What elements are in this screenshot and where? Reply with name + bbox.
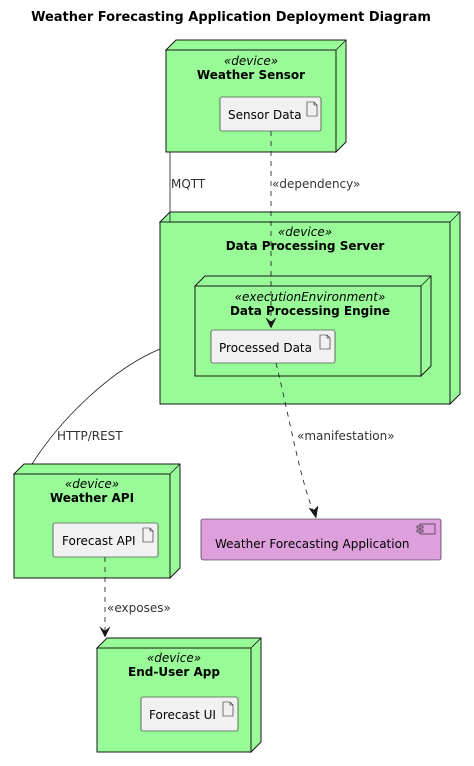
artifact-icon [142,527,154,543]
artifact-forecast-ui: Forecast UI [140,696,239,732]
edge-mqtt: MQTT [169,152,206,222]
edge-dependency: «dependency» [265,131,360,329]
artifact-icon [222,701,234,717]
node-stereotype: «device» [147,651,201,665]
node-end-user-app: «device» End-User App Forecast UI [95,637,262,754]
component-weather-forecasting-application: Weather Forecasting Application [200,518,442,561]
edge-label: MQTT [171,177,206,191]
artifact-label: Forecast UI [149,708,216,722]
artifact-sensor-data: Sensor Data [219,96,322,132]
node-stereotype: «device» [278,225,332,239]
node-name: Weather Sensor [197,68,305,82]
arrowhead [99,626,111,638]
artifact-icon [319,334,331,350]
artifact-label: Processed Data [219,341,312,355]
component-box [200,518,442,561]
node-data-processing-engine: «executionEnvironment» Data Processing E… [193,275,432,378]
edge-label: «manifestation» [297,429,395,443]
arrowhead [308,505,319,519]
edge-http-rest: HTTP/REST [31,348,161,465]
node-stereotype: «device» [224,54,278,68]
node-weather-sensor: «device» Weather Sensor Sensor Data [164,39,347,154]
artifact-label: Forecast API [62,534,136,548]
node-name: Data Processing Server [226,239,385,253]
node-name: End-User App [128,665,220,679]
component-label: Weather Forecasting Application [215,537,410,551]
node-stereotype: «device» [65,477,119,491]
node-weather-api: «device» Weather API Forecast API [12,463,181,580]
edge-label: HTTP/REST [57,429,123,443]
artifact-forecast-api: Forecast API [52,522,159,558]
edge-exposes: «exposes» [99,557,171,638]
artifact-icon [306,101,318,117]
artifact-label: Sensor Data [228,108,302,122]
edge-manifestation: «manifestation» [275,362,395,519]
component-icon [416,523,436,535]
node-stereotype: «executionEnvironment» [235,290,386,304]
node-name: Data Processing Engine [230,304,390,318]
edge-label: «exposes» [107,601,171,615]
node-data-processing-server: «device» Data Processing Server «executi… [158,211,461,406]
edge-label: «dependency» [272,177,360,191]
node-name: Weather API [50,491,134,505]
artifact-processed-data: Processed Data [210,329,336,364]
arrowhead [265,317,277,329]
diagram-title: Weather Forecasting Application Deployme… [31,10,431,25]
